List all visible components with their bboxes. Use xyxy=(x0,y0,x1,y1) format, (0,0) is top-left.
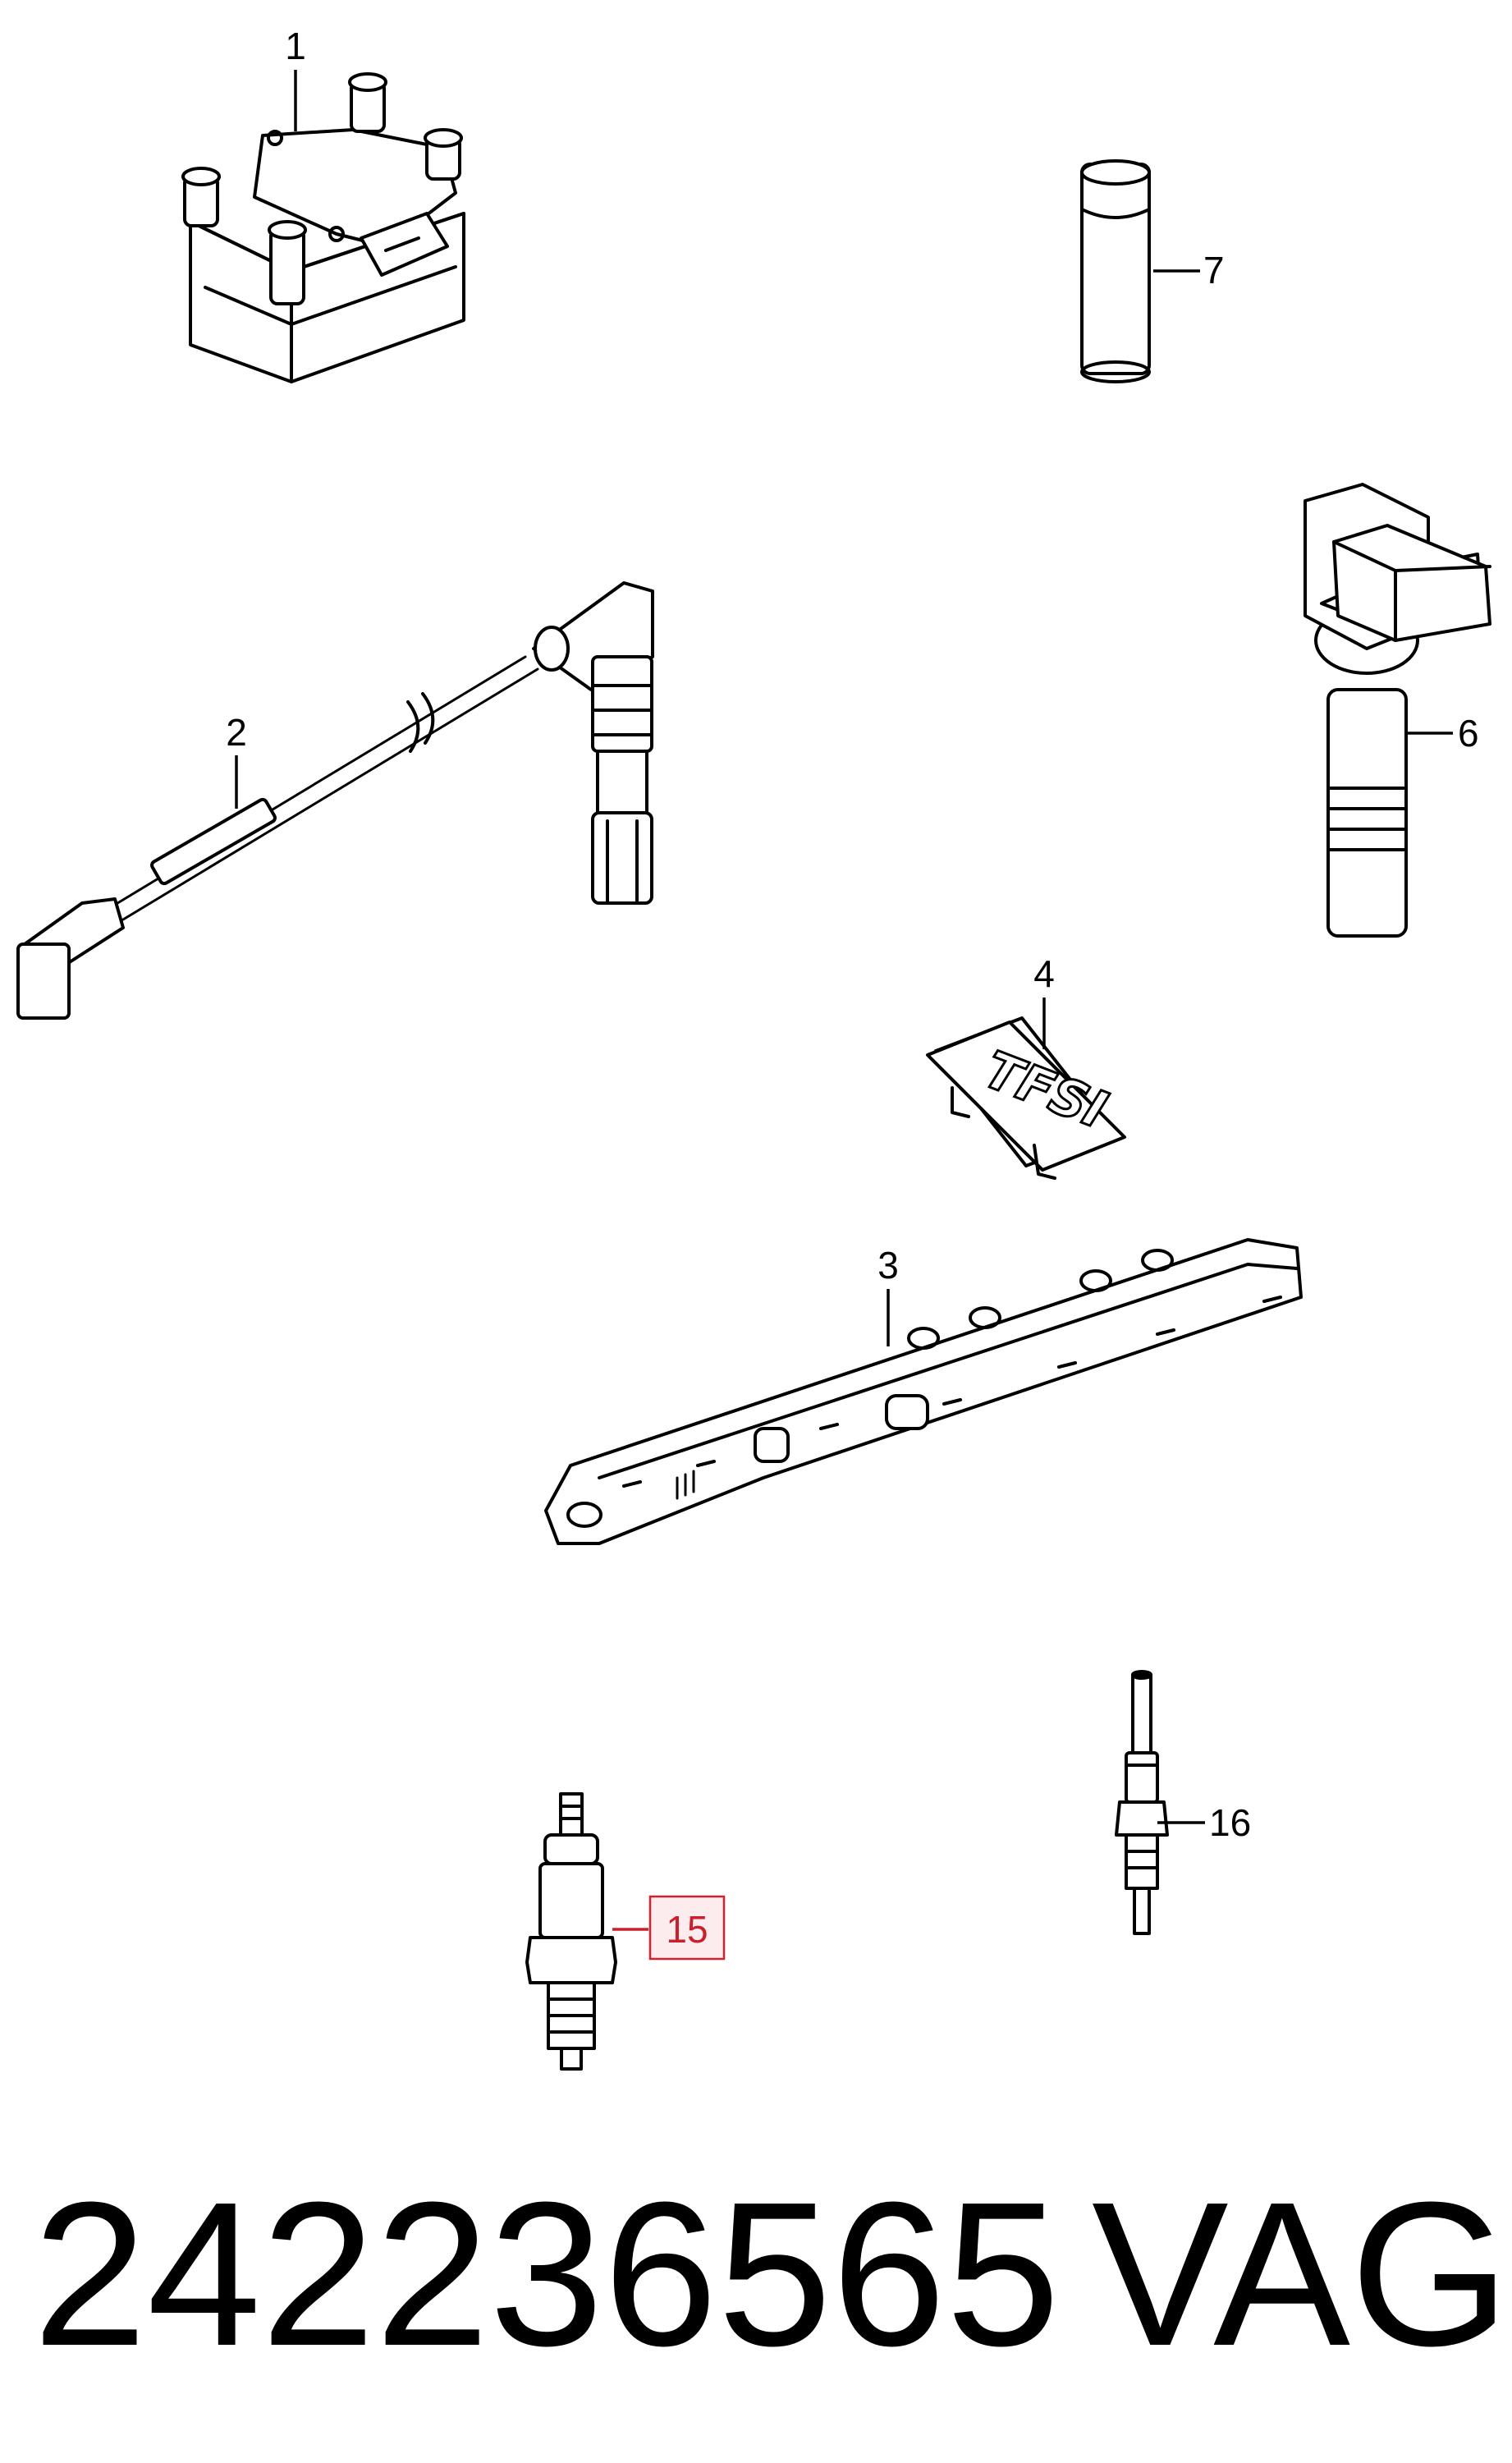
brand-name: VAG xyxy=(1092,2159,1510,2388)
ignition-coil-pack-icon xyxy=(181,72,465,383)
callout-6[interactable]: 6 xyxy=(1458,712,1479,754)
callout-2[interactable]: 2 xyxy=(226,711,247,754)
tfsi-emblem-icon: TFSI xyxy=(926,1016,1126,1180)
callout-7[interactable]: 7 xyxy=(1203,249,1225,291)
part-number: 242236565 xyxy=(33,2159,1061,2388)
pencil-ignition-coil-icon xyxy=(1304,483,1491,938)
callout-1[interactable]: 1 xyxy=(285,25,306,67)
callout-15[interactable]: 15 xyxy=(666,1908,708,1951)
glow-plug-icon xyxy=(1115,1670,1169,1935)
callout-4[interactable]: 4 xyxy=(1033,952,1055,995)
callout-3[interactable]: 3 xyxy=(877,1244,899,1287)
spark-plug-icon xyxy=(525,1792,617,2071)
callout-15-highlight-box xyxy=(648,1895,726,1961)
grease-tube-icon xyxy=(1080,159,1151,383)
callouts: 1 2 3 4 6 7 15 16 xyxy=(226,25,1479,1961)
leader-lines xyxy=(235,70,1453,1931)
cable-guide-rail-icon xyxy=(544,1238,1303,1545)
ignition-cable-icon xyxy=(16,581,654,1020)
callout-16[interactable]: 16 xyxy=(1209,1801,1251,1844)
part-number-footer: 242236565 VAG xyxy=(33,2151,1510,2397)
